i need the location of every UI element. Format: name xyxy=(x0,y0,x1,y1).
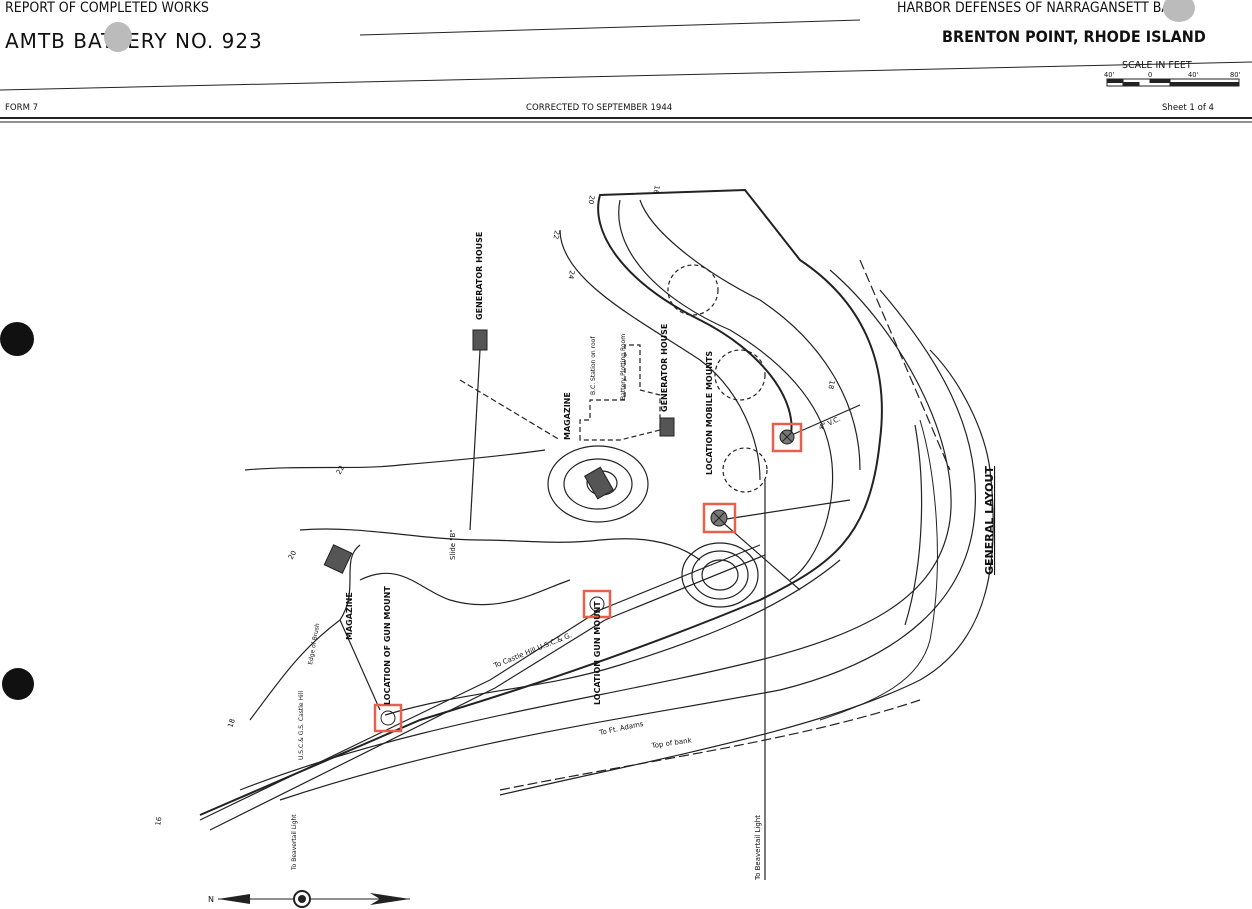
north-arrow: N xyxy=(208,890,410,908)
label-beavertail: To Beavertail Light xyxy=(291,814,298,871)
label-magazine: MAGAZINE xyxy=(345,592,354,640)
label-bc-station: B.C. Station on roof xyxy=(590,336,597,395)
gun-mount-marker xyxy=(380,710,396,726)
contour-label: 16 xyxy=(154,816,164,827)
highlight-box xyxy=(771,422,803,453)
redaction-blot xyxy=(1163,0,1195,22)
scale-label: SCALE IN FEET xyxy=(1122,60,1192,71)
scale-tick: 40' xyxy=(1104,71,1115,79)
command-title: HARBOR DEFENSES OF NARRAGANSETT BAY xyxy=(897,0,1177,16)
redaction-blot xyxy=(104,22,132,52)
generator-house-building xyxy=(659,417,675,437)
header-rule xyxy=(359,19,861,36)
map-title: GENERAL LAYOUT xyxy=(983,466,996,575)
contour-label: 18 xyxy=(226,718,237,729)
punch-hole xyxy=(2,668,34,700)
highlight-box xyxy=(702,502,737,534)
highlight-box xyxy=(582,589,612,619)
label-uscgs: U.S.C.& G.S. Castle Hill xyxy=(298,691,305,760)
label-conduit: 4" V.C. xyxy=(817,415,841,432)
contour-label: 18 xyxy=(826,380,835,390)
label-edge-of-brush: Edge of Brush xyxy=(307,623,321,666)
label-gun-mount: LOCATION GUN MOUNT xyxy=(593,601,602,705)
contour-label: 16 xyxy=(651,185,661,196)
scale-tick: 80' xyxy=(1230,71,1241,79)
buildings xyxy=(323,329,675,574)
report-title: REPORT OF COMPLETED WORKS xyxy=(5,0,209,16)
label-magazine: MAGAZINE xyxy=(563,392,572,440)
label-beavertail: To Beavertail Light xyxy=(754,815,762,881)
highlight-box xyxy=(373,703,403,733)
location-title: BRENTON POINT, RHODE ISLAND xyxy=(942,27,1206,46)
generator-house-building xyxy=(472,329,488,351)
label-slide-b: Slide "B" xyxy=(449,529,457,560)
header-rule xyxy=(0,61,1252,91)
mounts xyxy=(380,429,795,726)
battery-title: AMTB BATTERY NO. 923 xyxy=(5,29,263,53)
scale-tick: 0 xyxy=(1148,71,1153,79)
contour-label: 20 xyxy=(287,549,298,561)
magazine-building xyxy=(584,466,614,500)
label-generator-house: GENERATOR HOUSE xyxy=(475,232,484,320)
magazine-building xyxy=(323,544,353,574)
label-battery-plotting: Battery Plotting Room xyxy=(620,334,627,400)
contour-label: 24 xyxy=(566,270,576,281)
contour-label: 20 xyxy=(586,195,595,205)
highlight-boxes xyxy=(373,422,803,733)
gun-mount-marker xyxy=(589,596,605,612)
label-generator-house: GENERATOR HOUSE xyxy=(660,324,669,412)
sheet-number: Sheet 1 of 4 xyxy=(1162,103,1214,113)
north-label: N xyxy=(208,895,214,904)
contour-label: 22 xyxy=(335,464,346,476)
label-gun-mount: LOCATION OF GUN MOUNT xyxy=(383,586,392,705)
form-number: FORM 7 xyxy=(5,103,39,113)
label-mobile-mounts: LOCATION MOBILE MOUNTS xyxy=(705,351,714,475)
punch-hole xyxy=(0,322,34,356)
label-top-of-bank: Top of bank xyxy=(650,736,693,750)
contour-label: 22 xyxy=(551,230,560,240)
corrected-date: CORRECTED TO SEPTEMBER 1944 xyxy=(526,103,673,113)
label-ft-adams: To Ft. Adams xyxy=(598,720,645,737)
scale-tick: 40' xyxy=(1188,71,1199,79)
map-linework xyxy=(199,188,994,880)
